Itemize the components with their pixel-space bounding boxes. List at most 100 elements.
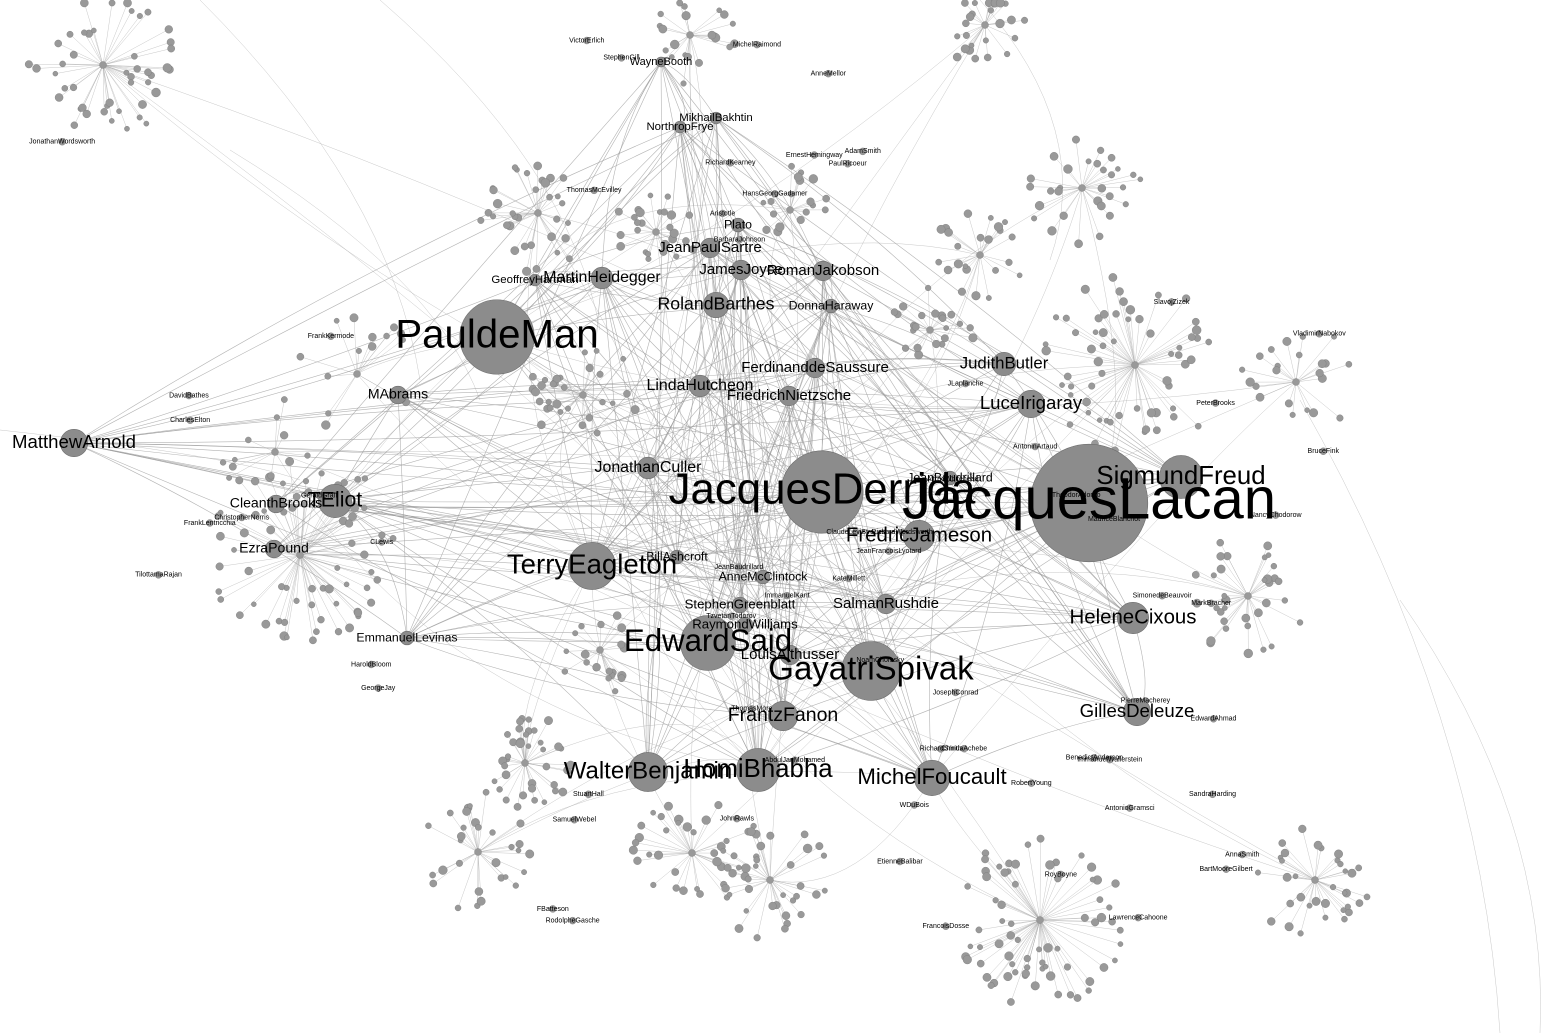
node-freud[interactable] [1159,455,1203,499]
node-abrams[interactable] [388,385,408,405]
leaf-node [214,512,222,520]
node-benjamin[interactable] [628,752,668,792]
leaf-edge [1039,919,1089,991]
citation-edge [660,61,1138,713]
node-plato[interactable] [730,217,746,233]
node-derrida[interactable] [780,450,864,534]
node-baudrillard[interactable] [942,470,958,486]
citation-edge [397,269,742,396]
hub-node [926,326,934,334]
node-label-said: EdwardSaid [624,623,792,658]
citation-edge [273,548,764,578]
outer-arc-edge [1399,599,1541,1033]
leaf-node [1174,351,1183,359]
node-eliot[interactable] [318,484,352,518]
citation-edge [715,304,1138,713]
leaf-edge [1039,838,1041,921]
node-heidegger[interactable] [590,266,614,290]
node-deman[interactable] [459,299,535,375]
minor-label: RichardSmith [920,746,962,753]
node-cixous[interactable] [1117,602,1149,634]
leaf-node [124,125,130,132]
citation-edge [737,224,751,606]
leaf-node [280,396,288,403]
minor-label: FBatteson [537,906,569,913]
leaf-edge [102,11,149,66]
node-eagleton[interactable] [568,542,616,590]
leaf-node [467,803,473,809]
leaf-edge [299,554,330,590]
leaf-edge [1091,364,1136,387]
node-pound[interactable] [264,539,284,559]
leaf-node [82,109,91,119]
node-mcclintock[interactable] [755,569,771,585]
node-nietzsche[interactable] [778,385,800,407]
leaf-edge [1101,364,1136,374]
node-booth[interactable] [655,56,667,68]
leaf-edge [1114,364,1136,451]
leaf-node [1023,954,1031,963]
node-sartre[interactable] [699,237,721,259]
node-culler[interactable] [636,456,660,480]
leaf-edge [537,212,552,237]
leaf-node [1137,176,1144,183]
cluster-link-edge [356,373,933,779]
node-jameson[interactable] [903,520,935,552]
leaf-edge [255,514,301,556]
leaf-edge [524,762,555,785]
node-fanon[interactable] [767,700,798,731]
leaf-node [531,387,540,397]
leaf-edge [517,762,526,807]
node-brooks[interactable] [266,494,286,514]
node-levinas[interactable] [399,630,415,646]
leaf-node [800,830,809,839]
citation-edge [73,442,933,779]
node-saussure[interactable] [804,357,826,379]
node-bhabha[interactable] [736,748,780,792]
leaf-edge [1220,542,1249,597]
cluster-link-edge [524,724,759,771]
minor-node [885,547,893,555]
node-ashcroft[interactable] [669,549,685,565]
node-williams[interactable] [736,616,754,634]
node-lacan[interactable] [1029,443,1149,563]
leaf-node [232,456,238,463]
leaf-node [1297,930,1304,937]
node-joyce[interactable] [730,259,752,281]
leaf-edge [499,762,526,790]
leaf-edge [990,919,1041,986]
leaf-edge [1247,595,1285,601]
node-haraway[interactable] [823,298,839,314]
leaf-node [1004,951,1014,961]
node-butler[interactable] [991,351,1017,377]
leaf-node [662,47,669,54]
leaf-node [645,255,652,262]
node-hartman[interactable] [528,273,542,287]
node-jakobson[interactable] [812,260,834,282]
leaf-node [1265,552,1272,558]
node-barthes[interactable] [702,291,730,319]
leaf-node [1119,297,1128,306]
node-said[interactable] [680,615,736,671]
node-deleuze[interactable] [1122,697,1152,727]
leaf-node [971,291,981,301]
node-spivak[interactable] [841,641,901,701]
leaf-edge [655,214,690,233]
node-bakhtin[interactable] [709,111,723,125]
leaf-edge [55,64,104,74]
node-irigaray[interactable] [1016,389,1046,419]
node-hutcheon[interactable] [688,374,712,398]
node-foucault[interactable] [914,760,950,796]
leaf-node [1091,918,1100,927]
node-greenblatt[interactable] [731,596,749,614]
leaf-node [1274,577,1283,586]
leaf-edge [769,845,820,881]
leaf-edge [102,56,135,66]
minor-node [617,54,626,62]
leaf-edge [1061,364,1136,386]
node-frye[interactable] [673,120,687,134]
node-rushdie[interactable] [875,593,897,615]
node-althusser[interactable] [779,644,801,666]
node-arnold[interactable] [59,428,89,458]
leaf-node [353,608,363,617]
